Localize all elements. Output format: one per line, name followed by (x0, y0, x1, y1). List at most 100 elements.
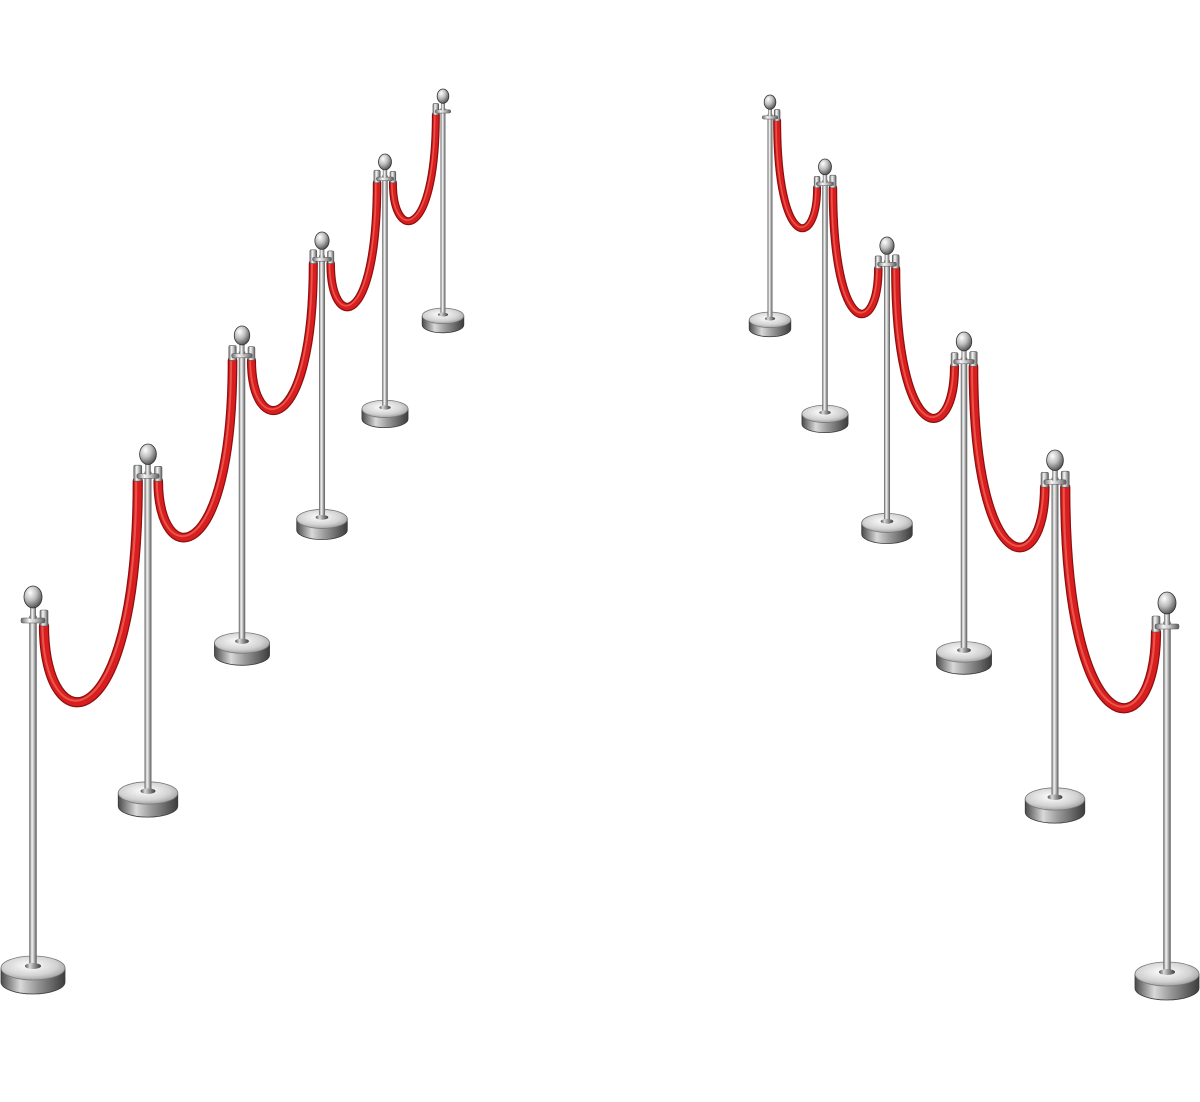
stanchion-post (0, 585, 66, 995)
rope-shadow (38, 476, 143, 708)
stanchion-finial-knob (139, 443, 157, 465)
rope-shadow (1060, 482, 1162, 714)
rope-end-clip (891, 254, 900, 269)
stanchion-neck (239, 343, 245, 355)
stanchion-neck (319, 247, 325, 259)
stanchion-pole (382, 175, 388, 410)
velvet-rope (388, 103, 440, 225)
stanchion-pole (238, 351, 246, 644)
stanchion-finial-knob (233, 325, 251, 346)
rope-end-clip (829, 174, 837, 189)
stanchion-collar (437, 312, 449, 317)
stanchion-neck (768, 108, 772, 117)
rope-end-clip (969, 351, 978, 367)
stanchion-pole (29, 615, 37, 969)
rope-end-clip (228, 345, 237, 361)
stanchion-finial-knob (23, 585, 43, 609)
stanchion-neck (961, 349, 967, 361)
stanchion-pole (883, 260, 891, 524)
stanchion-post (421, 88, 465, 334)
rope-highlight (830, 185, 878, 314)
stanchion-finial-knob (818, 158, 832, 176)
stanchion-pole (960, 357, 968, 653)
rope-end-clip (133, 464, 143, 482)
stanchion-finial-knob (314, 231, 330, 250)
velvet-rope (1060, 470, 1162, 714)
stanchion-pole (318, 255, 326, 520)
stanchion-pole (144, 471, 152, 794)
stanchion-collar (1159, 969, 1175, 975)
rope-shadow (968, 361, 1050, 553)
stanchion-collar (1047, 794, 1063, 800)
stanchion-pole (822, 180, 828, 415)
stanchion-neck (1052, 468, 1058, 481)
rope-shadow (388, 111, 440, 225)
stanchion-pole (440, 108, 446, 317)
rope-body (248, 260, 317, 414)
rope-end-clip (373, 169, 381, 184)
stanchion-finial-knob (763, 94, 777, 110)
stanchion-neck (30, 606, 36, 619)
rope-end-clip (309, 249, 318, 264)
stanchion-post (801, 158, 849, 434)
rope-shadow (326, 178, 382, 312)
stanchion-finial-knob (436, 88, 450, 104)
stanchion-post (214, 325, 270, 666)
stanchion-collar (819, 410, 831, 415)
rope-highlight (971, 363, 1045, 548)
velvet-rope (153, 345, 238, 543)
rope-highlight (41, 478, 138, 702)
rope-body (154, 356, 237, 542)
stanchion-pole (1051, 477, 1059, 800)
rope-shadow (891, 264, 960, 423)
stanchion-finial-knob (1046, 449, 1064, 471)
stanchion-collar (140, 788, 156, 794)
velvet-rope (891, 254, 960, 423)
rope-highlight (249, 261, 313, 411)
stanchion-post (936, 331, 992, 675)
stanchion-collar (880, 518, 894, 524)
rope-body (327, 179, 381, 310)
stanchion-collar (25, 963, 41, 969)
rope-shadow (153, 355, 238, 543)
rope-highlight (328, 180, 377, 307)
rope-end-clip (1060, 470, 1070, 488)
rope-shadow (828, 183, 883, 319)
stanchion-post (361, 153, 409, 429)
velvet-rope (326, 169, 382, 312)
stanchion-neck (822, 173, 828, 183)
stanchion-post (748, 94, 792, 338)
rope-shadow (246, 259, 318, 416)
velvet-rope (38, 464, 143, 708)
stanchion-post (296, 231, 348, 540)
rope-highlight (775, 119, 817, 228)
stanchion-finial-knob (378, 153, 392, 171)
stanchion-collar (379, 405, 391, 410)
rope-shadow (773, 117, 822, 233)
velvet-rope (968, 351, 1050, 553)
stanchion-neck (145, 462, 151, 475)
stanchion-collar (957, 647, 971, 653)
stanchion-neck (1164, 612, 1170, 625)
velvet-rope (828, 174, 883, 319)
velvet-rope (773, 109, 822, 233)
stanchion-post (1134, 591, 1200, 1001)
stanchion-neck (884, 252, 890, 264)
rope-highlight (391, 113, 436, 221)
rope-highlight (155, 357, 233, 538)
stanchion-finial-knob (879, 236, 895, 255)
ropes-layer (38, 103, 1162, 714)
stanchion-finial-knob (1157, 591, 1177, 615)
rope-highlight (1062, 484, 1156, 708)
stanchion-collar (315, 514, 329, 520)
stanchion-neck (382, 168, 388, 178)
posts-layer (0, 88, 1200, 1001)
rope-body (40, 477, 142, 707)
stanchion-pole (767, 114, 773, 321)
stanchion-collar (235, 638, 249, 644)
stanchion-neck (441, 102, 445, 111)
stanchion-post (117, 443, 179, 818)
rope-highlight (893, 266, 955, 418)
stanchion-pole (1163, 621, 1171, 975)
